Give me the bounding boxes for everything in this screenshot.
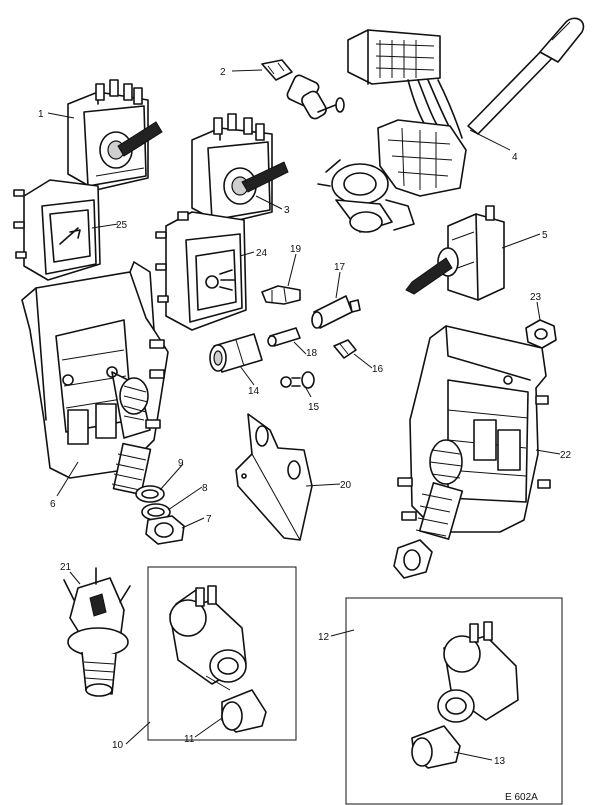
figure-reference: E 602A (505, 792, 538, 803)
callout-18: 18 (306, 348, 318, 359)
parts-15-19-bulbs-clips (261, 285, 361, 389)
callout-4: 4 (512, 152, 518, 163)
part-2-push-switch (261, 59, 345, 120)
callout-6: 6 (50, 499, 56, 510)
part-21-pressure-switch (63, 567, 131, 697)
part-5-toggle-switch (405, 205, 505, 301)
callout-10: 10 (112, 740, 124, 751)
callout-7: 7 (206, 514, 212, 525)
callout-21: 21 (60, 562, 72, 573)
callout-22: 22 (560, 450, 572, 461)
parts-10-11-boxed-switch (147, 566, 297, 741)
callout-24: 24 (256, 248, 268, 259)
part-1-toggle-switch (67, 79, 163, 191)
callout-9: 9 (178, 458, 184, 469)
part-25-rocker-switch (13, 179, 101, 281)
callout-11: 11 (184, 734, 195, 745)
part-23-nut (525, 319, 557, 349)
part-3-toggle-switch (191, 113, 289, 225)
callout-5: 5 (542, 230, 548, 241)
callout-20: 20 (340, 480, 352, 491)
parts-7-8-9-nut-washers (135, 485, 185, 545)
part-22-ignition-switch (393, 325, 551, 579)
part-14-bulb-holder (209, 333, 263, 373)
callout-12: 12 (318, 632, 330, 643)
parts-12-13-boxed-switch (345, 597, 563, 805)
callout-25: 25 (116, 220, 128, 231)
callout-13: 13 (494, 756, 506, 767)
callout-19: 19 (290, 244, 302, 255)
part-24-lamp-rocker-switch (155, 211, 247, 331)
part-20-bracket (235, 413, 313, 541)
callout-23: 23 (530, 292, 542, 303)
callout-14: 14 (248, 386, 260, 397)
callout-3: 3 (284, 205, 290, 216)
leader-lines (47, 69, 561, 761)
callout-1: 1 (38, 109, 44, 120)
part-4-stalk-switch (317, 17, 585, 233)
callout-17: 17 (334, 262, 346, 273)
part-6-ignition-switch (21, 261, 169, 496)
callout-2: 2 (220, 67, 226, 78)
callout-8: 8 (202, 483, 208, 494)
callout-16: 16 (372, 364, 384, 375)
callout-15: 15 (308, 402, 320, 413)
callout-labels: 1 2 3 4 5 6 7 8 9 10 11 12 13 14 15 16 1… (38, 67, 572, 767)
